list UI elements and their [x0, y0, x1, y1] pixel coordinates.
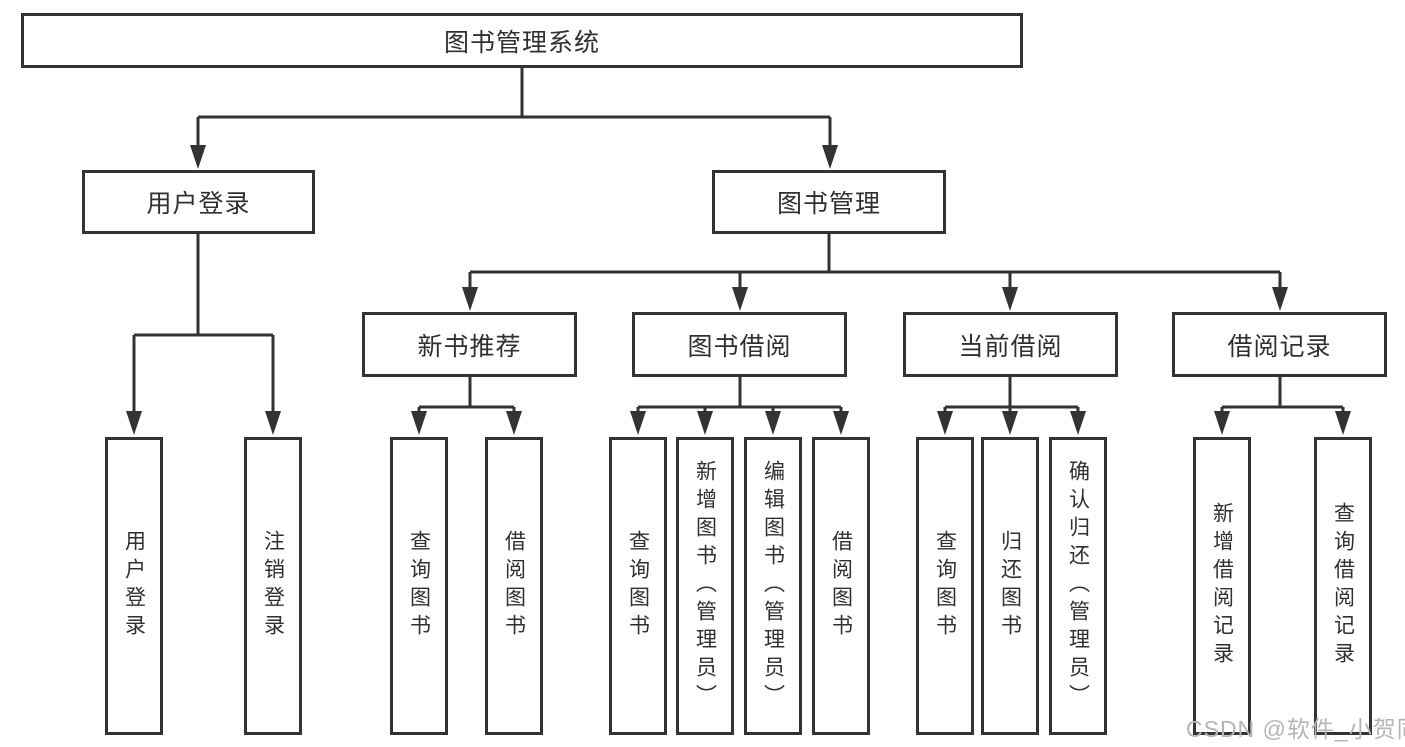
node-library-management-system: 图书管理系统 — [21, 13, 1023, 68]
node-user-login: 用户登录 — [82, 170, 315, 234]
node-new-book-recommendation: 新书推荐 — [362, 312, 577, 377]
leaf-query-borrow-record: 查询借阅记录 — [1314, 437, 1372, 735]
node-borrowing-records: 借阅记录 — [1172, 312, 1387, 377]
leaf-add-books-admin: 新增图书（管理员） — [676, 437, 734, 735]
leaf-edit-books-admin: 编辑图书（管理员） — [744, 437, 802, 735]
leaf-return-books: 归还图书 — [981, 437, 1039, 735]
node-current-borrowing: 当前借阅 — [903, 312, 1118, 377]
leaf-current-query-books: 查询图书 — [916, 437, 974, 735]
leaf-borrowing-borrow-books: 借阅图书 — [812, 437, 870, 735]
leaf-add-borrow-record: 新增借阅记录 — [1193, 437, 1251, 735]
leaf-confirm-return-admin: 确认归还（管理员） — [1049, 437, 1107, 735]
node-book-management: 图书管理 — [712, 170, 946, 234]
leaf-recommend-query-books: 查询图书 — [390, 437, 448, 735]
leaf-user-login: 用户登录 — [105, 437, 163, 735]
leaf-borrowing-query-books: 查询图书 — [609, 437, 667, 735]
node-book-borrowing: 图书借阅 — [632, 312, 847, 377]
csdn-watermark: CSDN @软件_小贺同学 — [1186, 716, 1405, 742]
leaf-recommend-borrow-books: 借阅图书 — [485, 437, 543, 735]
leaf-logout: 注销登录 — [244, 437, 302, 735]
